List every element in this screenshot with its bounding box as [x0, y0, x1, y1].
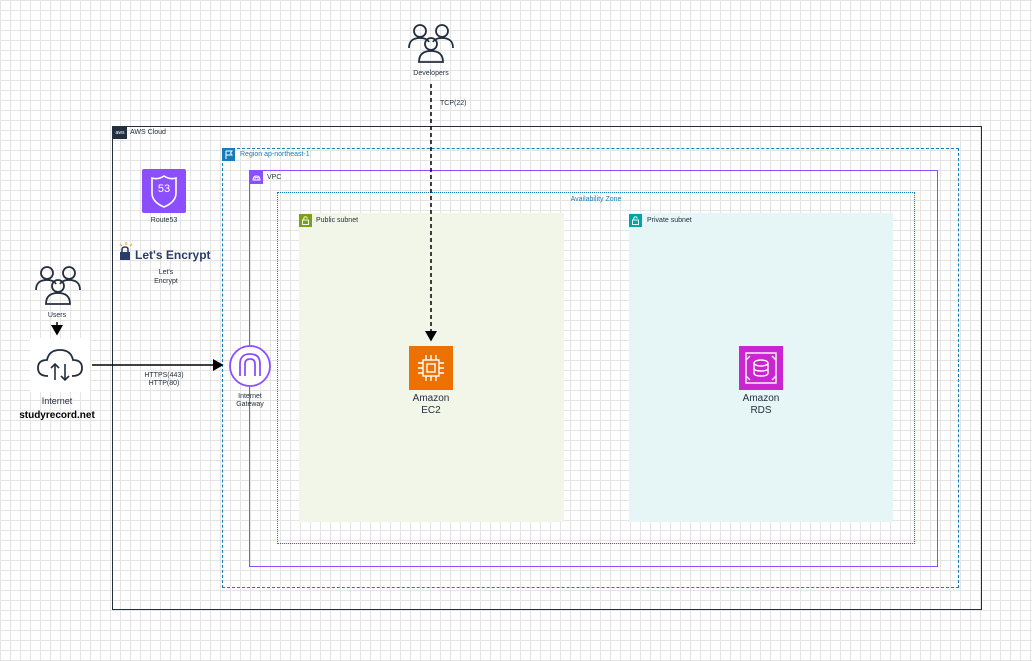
private-subnet-label: Private subnet [647, 217, 692, 224]
internet-gateway-icon [228, 344, 272, 393]
ec2-label-line2: EC2 [421, 405, 441, 416]
users-icon [34, 264, 82, 311]
vpc-icon [250, 171, 263, 184]
domain-label: studyrecord.net [19, 410, 95, 421]
route53-icon: 53 [142, 169, 186, 213]
https-edge-label-line2: HTTP(80) [148, 380, 180, 387]
internet-label: Internet [41, 396, 73, 406]
aws-cloud-group [112, 126, 982, 610]
rds-icon [739, 346, 783, 390]
route53-label: Route53 [150, 217, 178, 224]
letsencrypt-label-line2: Encrypt [154, 278, 178, 285]
developers-users-icon [407, 22, 455, 69]
public-subnet-lock-icon [299, 214, 312, 227]
rds-label-line2: RDS [750, 405, 772, 416]
region-flag-icon [222, 148, 235, 161]
private-subnet-lock-icon [629, 214, 642, 227]
letsencrypt-logo-text: Let's Encrypt [135, 248, 211, 262]
ec2-label-line1: Amazon [412, 393, 450, 404]
rds-label-line1: Amazon [742, 393, 780, 404]
region-label: Region ap-northeast-1 [240, 151, 310, 158]
developers-label: Developers [413, 70, 449, 77]
public-subnet-label: Public subnet [316, 217, 359, 224]
route53-badge: 53 [157, 183, 171, 195]
vpc-label: VPC [267, 174, 282, 181]
igw-label-line1: Internet [238, 393, 262, 400]
letsencrypt-label-line1: Let's [158, 269, 174, 276]
availability-zone-label: Availability Zone [570, 196, 622, 203]
users-label: Users [47, 312, 67, 319]
aws-cloud-icon: aws [113, 127, 127, 139]
https-edge-label-line1: HTTPS(443) [144, 372, 184, 379]
ec2-icon [409, 346, 453, 390]
availability-zone-group [277, 192, 915, 544]
internet-cloud-icon [30, 338, 90, 392]
igw-label-line2: Gateway [236, 401, 264, 408]
ssh-edge-label: TCP(22) [440, 100, 467, 107]
aws-cloud-label: AWS Cloud [130, 129, 166, 136]
letsencrypt-logo: Let's Encrypt [117, 241, 217, 265]
